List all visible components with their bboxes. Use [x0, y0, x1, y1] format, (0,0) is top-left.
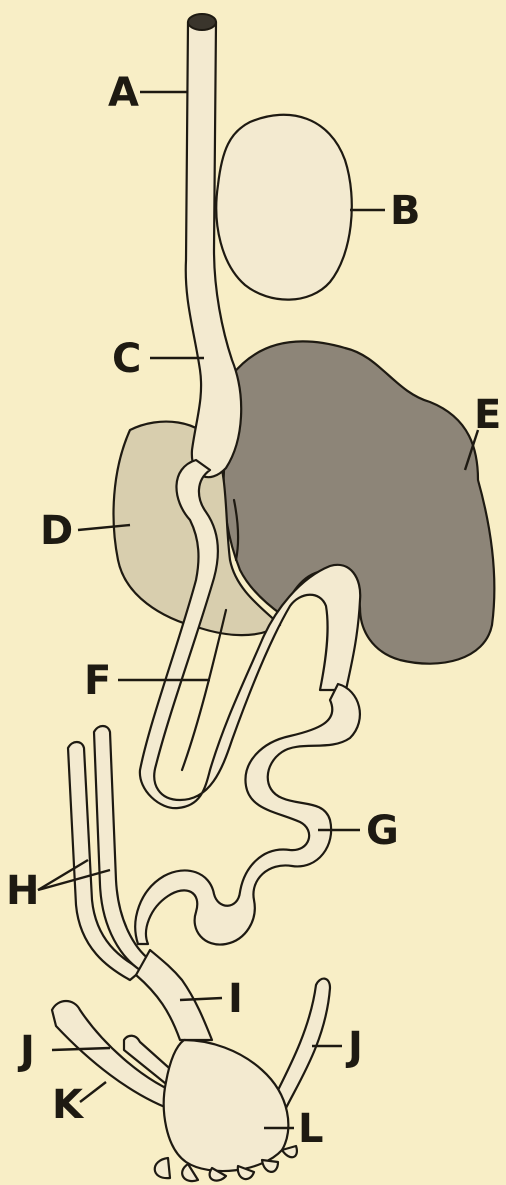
label-K: K: [52, 1082, 85, 1128]
label-C: C: [112, 336, 141, 382]
cloaca-L: [164, 1040, 289, 1171]
organ-B: [216, 115, 352, 300]
label-G: G: [366, 808, 399, 854]
label-L: L: [298, 1106, 324, 1152]
label-J-left: J: [17, 1028, 35, 1074]
label-H: H: [6, 868, 39, 914]
label-E: E: [474, 392, 501, 438]
label-F: F: [84, 658, 111, 704]
label-I: I: [228, 976, 243, 1022]
label-B: B: [390, 188, 421, 234]
label-J-right: J: [345, 1024, 363, 1070]
label-D: D: [40, 508, 73, 554]
rectum-I: [136, 950, 212, 1040]
label-A: A: [108, 70, 139, 116]
appendage-J-right: [272, 979, 330, 1108]
esophagus-opening: [188, 14, 216, 30]
